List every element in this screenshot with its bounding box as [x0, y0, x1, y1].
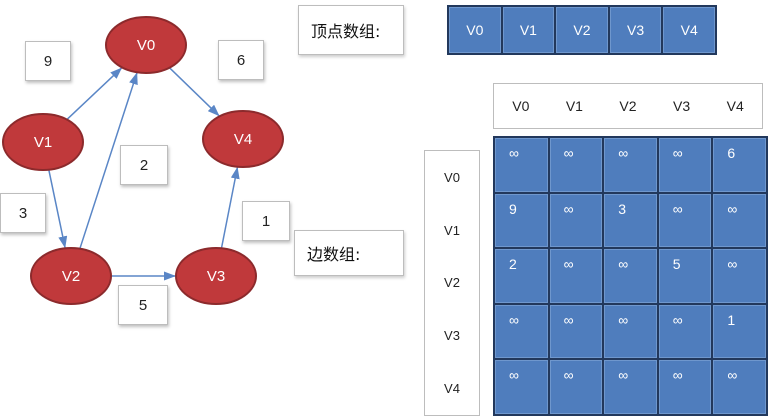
graph-node-label: V1: [34, 134, 52, 151]
edge-weight-v0-v4: 6: [218, 40, 264, 80]
matrix-column-headers: V0 V1 V2 V3 V4: [493, 83, 763, 129]
column-header: V1: [565, 98, 583, 114]
adjacency-matrix: ∞ ∞ ∞ ∞ 6 9 ∞ 3 ∞ ∞ 2 ∞ ∞ 5 ∞ ∞ ∞ ∞ ∞ 1 …: [493, 136, 768, 416]
column-header: V2: [619, 98, 637, 114]
matrix-cell: ∞: [549, 193, 603, 248]
edge-v2-v0: [79, 72, 138, 249]
matrix-cell: ∞: [658, 360, 712, 414]
matrix-cell: 3: [604, 193, 657, 248]
matrix-cell: ∞: [604, 138, 657, 192]
vertex-array-caption: 顶点数组:: [298, 5, 404, 55]
vertex-array-cell: V4: [663, 7, 715, 53]
vertex-array-cell: V1: [502, 7, 555, 53]
graph-node-label: V0: [137, 37, 155, 54]
graph-node-v4: [202, 110, 284, 168]
row-header: V2: [444, 275, 460, 291]
edge-weight-v2-v0: 2: [120, 145, 168, 185]
edge-weight-v3-v4: 1: [242, 201, 290, 241]
matrix-cell: ∞: [658, 304, 712, 359]
vertex-array-cell: V3: [609, 7, 662, 53]
matrix-cell: ∞: [713, 360, 766, 414]
column-header: V4: [726, 98, 744, 114]
edge-v1-v2: [48, 169, 68, 249]
matrix-cell: 1: [713, 304, 766, 359]
column-header: V0: [512, 98, 530, 114]
vertex-array-cell: V2: [556, 7, 608, 53]
edge-weight-v1-v0: 9: [25, 41, 71, 81]
matrix-cell: ∞: [604, 360, 657, 414]
graph-node-v3: [175, 247, 257, 305]
graph-node-v1: [2, 113, 84, 171]
edge-weight-v1-v2: 3: [0, 193, 46, 233]
edge-array-caption: 边数组:: [294, 230, 404, 276]
matrix-cell: 5: [658, 249, 712, 303]
vertex-array-cell: V0: [449, 7, 501, 53]
matrix-cell: ∞: [495, 304, 548, 359]
edge-weight-v2-v3: 5: [118, 285, 168, 325]
row-header: V0: [444, 169, 460, 185]
matrix-cell: ∞: [549, 360, 603, 414]
matrix-cell: ∞: [658, 138, 712, 192]
matrix-cell: ∞: [495, 138, 548, 192]
edge-v1-v0: [66, 66, 123, 121]
matrix-cell: ∞: [713, 193, 766, 248]
matrix-cell: ∞: [604, 304, 657, 359]
matrix-row-headers: V0 V1 V2 V3 V4: [424, 150, 480, 416]
matrix-cell: ∞: [549, 249, 603, 303]
matrix-cell: ∞: [549, 304, 603, 359]
matrix-cell: 2: [495, 249, 548, 303]
edge-v0-v4: [168, 67, 221, 117]
graph-node-label: V3: [207, 268, 225, 285]
graph-node-label: V4: [234, 131, 252, 148]
graph-node-label: V2: [62, 268, 80, 285]
matrix-cell: ∞: [604, 249, 657, 303]
matrix-cell: ∞: [549, 138, 603, 192]
graph-node-v2: [30, 247, 112, 305]
matrix-cell: ∞: [495, 360, 548, 414]
graph-node-v0: [105, 16, 187, 74]
row-header: V3: [444, 328, 460, 344]
matrix-cell: ∞: [658, 193, 712, 248]
edge-v3-v4: [220, 166, 240, 249]
row-header: V1: [444, 222, 460, 238]
vertex-array: V0 V1 V2 V3 V4: [447, 5, 717, 55]
matrix-cell: ∞: [713, 249, 766, 303]
column-header: V3: [673, 98, 691, 114]
matrix-cell: 6: [713, 138, 766, 192]
row-header: V4: [444, 381, 460, 397]
matrix-cell: 9: [495, 193, 548, 248]
